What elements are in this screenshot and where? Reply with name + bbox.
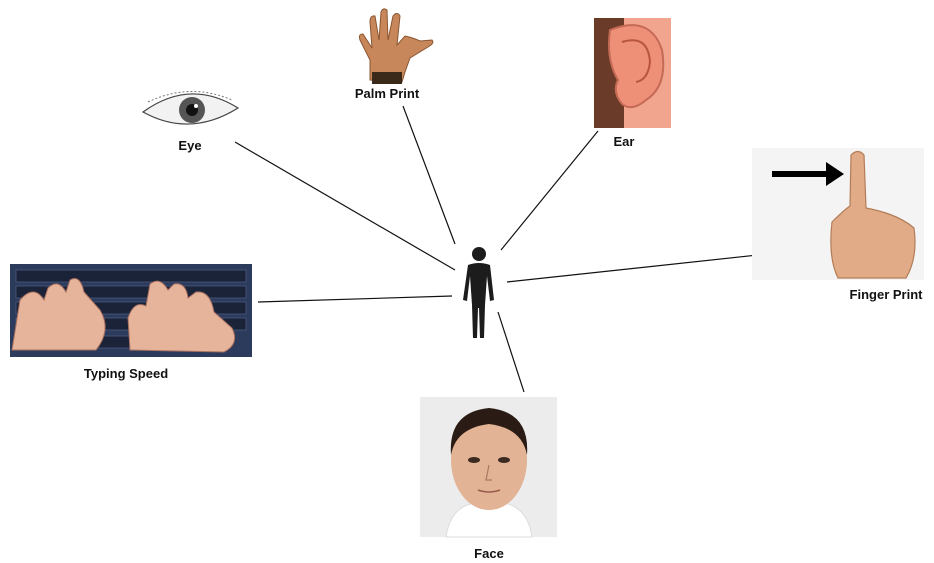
human-silhouette-icon bbox=[463, 247, 494, 338]
face-icon bbox=[420, 397, 557, 537]
palm-icon bbox=[359, 9, 432, 84]
eye-label: Eye bbox=[178, 138, 201, 153]
connector-palm bbox=[403, 106, 455, 244]
palm-print-label: Palm Print bbox=[355, 86, 419, 101]
finger-icon bbox=[752, 148, 924, 280]
face-label: Face bbox=[474, 546, 504, 561]
eye-icon bbox=[143, 91, 238, 124]
connector-ear bbox=[501, 131, 598, 250]
typing-speed-label: Typing Speed bbox=[84, 366, 168, 381]
ear-icon bbox=[594, 18, 671, 128]
connector-face bbox=[498, 312, 524, 392]
finger-print-label: Finger Print bbox=[850, 287, 923, 302]
keyboard-hands-icon bbox=[10, 264, 252, 357]
connector-eye bbox=[235, 142, 455, 270]
connector-typing bbox=[258, 296, 452, 302]
ear-label: Ear bbox=[614, 134, 635, 149]
